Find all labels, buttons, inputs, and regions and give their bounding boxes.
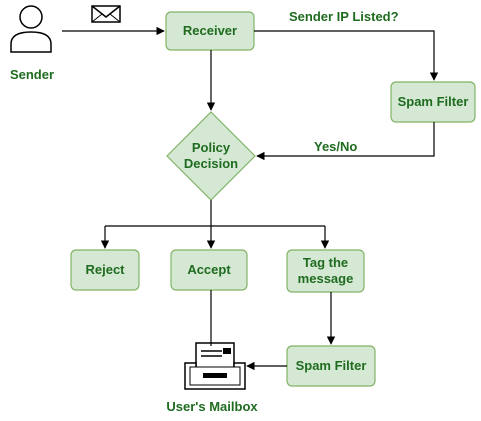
inbox-tray-icon [184, 342, 246, 390]
spam-filter-top-box [390, 81, 476, 123]
edge-spamfilter-policy [256, 122, 435, 161]
spam-filter-bottom-label: Spam Filter [295, 358, 367, 373]
receiver-label: Receiver [182, 23, 238, 38]
mailbox-label: User's Mailbox [166, 399, 258, 414]
tag-message-box [286, 249, 365, 293]
edge-receiver-spamfilter [254, 30, 439, 81]
edges [62, 26, 439, 371]
envelope-icon [91, 5, 121, 23]
yes-no-label: Yes/No [314, 139, 358, 154]
sender-ip-listed-label: Sender IP Listed? [289, 9, 399, 24]
accept-label: Accept [187, 262, 231, 277]
reject-label: Reject [85, 262, 125, 277]
spam-filter-top-label: Spam Filter [397, 94, 469, 109]
policy-decision-label: Policy Decision [183, 140, 239, 171]
user-icon [10, 5, 52, 53]
sender-label: Sender [9, 67, 55, 82]
reject-box [70, 249, 140, 291]
tag-message-label: Tag the message [297, 255, 354, 286]
accept-box [170, 249, 248, 291]
